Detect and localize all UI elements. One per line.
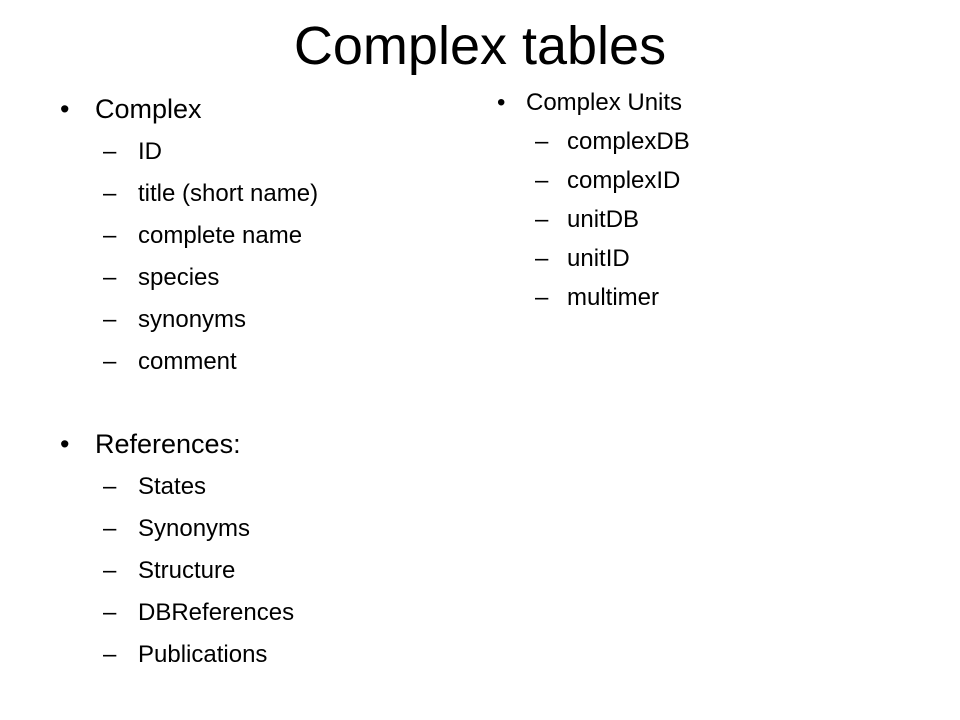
slide-title: Complex tables [293, 16, 667, 76]
list-item: –comment [60, 341, 480, 383]
list-item: –unitID [497, 239, 937, 278]
sublist-references: –States –Synonyms –Structure –DBReferenc… [60, 466, 480, 676]
bullet-complex: • Complex [60, 88, 480, 131]
bullet-label: Complex [95, 94, 202, 124]
dash-icon: – [535, 206, 549, 233]
list-item-label: multimer [567, 284, 660, 311]
list-item: –complexID [497, 161, 937, 200]
list-item: –States [60, 466, 480, 508]
list-item: –Publications [60, 634, 480, 676]
dash-icon: – [103, 599, 117, 626]
dash-icon: – [535, 167, 549, 194]
dash-icon: – [103, 180, 117, 207]
bullet-complex-units: • Complex Units [497, 84, 937, 122]
list-item-label: synonyms [138, 306, 247, 333]
list-item-label: DBReferences [138, 599, 295, 626]
list-item: –species [60, 257, 480, 299]
list-item: –ID [60, 131, 480, 173]
dash-icon: – [103, 641, 117, 668]
dash-icon: – [535, 128, 549, 155]
sublist-complex: –ID –title (short name) –complete name –… [60, 131, 480, 383]
dash-icon: – [103, 348, 117, 375]
dash-icon: – [535, 245, 549, 272]
list-item-label: States [138, 473, 207, 500]
dash-icon: – [103, 306, 117, 333]
bullet-dot-icon: • [497, 89, 506, 116]
dash-icon: – [103, 264, 117, 291]
dash-icon: – [103, 222, 117, 249]
dash-icon: – [103, 557, 117, 584]
list-item: –multimer [497, 278, 937, 317]
list-item-label: species [138, 264, 220, 291]
dash-icon: – [103, 138, 117, 165]
list-item-label: ID [138, 138, 162, 165]
left-column: • Complex –ID –title (short name) –compl… [60, 88, 480, 676]
list-item: –DBReferences [60, 592, 480, 634]
list-item-label: title (short name) [138, 180, 319, 207]
list-item-label: unitDB [567, 206, 640, 233]
list-item: –complexDB [497, 122, 937, 161]
list-item: –Synonyms [60, 508, 480, 550]
list-item: –title (short name) [60, 173, 480, 215]
list-item-label: complexDB [567, 128, 690, 155]
dash-icon: – [103, 473, 117, 500]
list-item-label: Publications [138, 641, 268, 668]
list-item: –complete name [60, 215, 480, 257]
bullet-dot-icon: • [60, 94, 70, 124]
bullet-dot-icon: • [60, 429, 70, 459]
list-item-label: Structure [138, 557, 236, 584]
list-item-label: complete name [138, 222, 303, 249]
spacer [60, 383, 480, 423]
list-item: –Structure [60, 550, 480, 592]
list-item: –synonyms [60, 299, 480, 341]
list-item-label: unitID [567, 245, 630, 272]
bullet-label: Complex Units [526, 89, 683, 116]
list-item: –unitDB [497, 200, 937, 239]
sublist-complex-units: –complexDB –complexID –unitDB –unitID –m… [497, 122, 937, 317]
right-column: • Complex Units –complexDB –complexID –u… [497, 84, 937, 317]
dash-icon: – [535, 284, 549, 311]
list-item-label: comment [138, 348, 237, 375]
list-item-label: complexID [567, 167, 681, 194]
bullet-label: References: [95, 429, 241, 459]
list-item-label: Synonyms [138, 515, 251, 542]
bullet-references: • References: [60, 423, 480, 466]
dash-icon: – [103, 515, 117, 542]
